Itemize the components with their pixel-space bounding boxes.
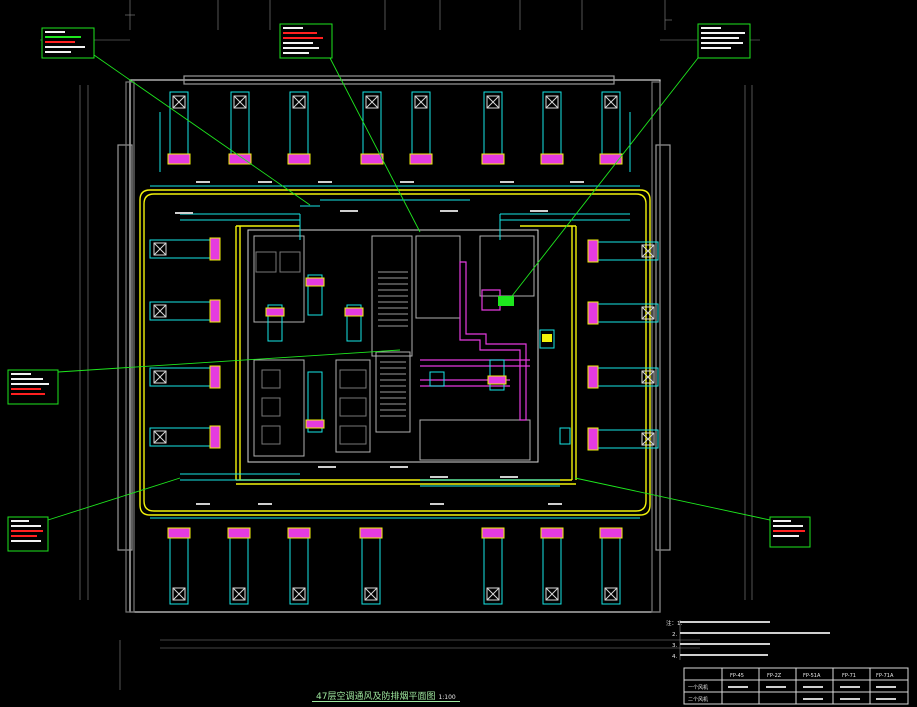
callout-right-low bbox=[574, 477, 811, 548]
legend-header-2: FP-2Z bbox=[767, 673, 782, 679]
legend-header-4: FP-71 bbox=[842, 673, 856, 679]
drawing-title-text: 47层空调通风及防排烟平面图 bbox=[316, 692, 436, 702]
building-core bbox=[247, 229, 539, 463]
core-fan-units bbox=[265, 274, 571, 445]
general-notes: 注：1. 2. 3. 4. bbox=[666, 619, 830, 660]
note-line-2: 2. bbox=[672, 632, 677, 638]
exhaust-ducts bbox=[420, 261, 530, 421]
callout-left-low bbox=[7, 477, 181, 552]
note-line-4: 4. bbox=[672, 654, 677, 660]
drawing-scale: 1:100 bbox=[438, 694, 456, 701]
legend-header-1: FP-45 bbox=[730, 673, 744, 679]
legend-header-5: FP-71A bbox=[876, 673, 894, 679]
fan-coil-units-left bbox=[149, 237, 221, 449]
callout-top-right bbox=[511, 23, 751, 297]
callout-top-center bbox=[279, 23, 421, 233]
callout-left-mid bbox=[7, 349, 401, 405]
note-line-3: 3. bbox=[672, 643, 677, 649]
callout-top-left bbox=[41, 27, 311, 206]
title-underline bbox=[312, 701, 460, 702]
fan-coil-legend-table: FP-45 FP-2Z FP-51A FP-71 FP-71A 一个风机 二个风… bbox=[683, 667, 909, 705]
axis-grid bbox=[40, 0, 760, 690]
fan-coil-units-top bbox=[159, 91, 631, 172]
note-line-1: 注：1. bbox=[666, 619, 682, 627]
fan-coil-units-bottom bbox=[167, 527, 623, 605]
duct-size-labels bbox=[175, 181, 584, 505]
stair-hatch bbox=[378, 271, 408, 417]
legend-header-3: FP-51A bbox=[803, 673, 821, 679]
legend-row-2: 二个风机 bbox=[688, 696, 708, 703]
branch-ducts bbox=[150, 185, 640, 519]
legend-row-1: 一个风机 bbox=[688, 684, 708, 691]
building-outline bbox=[117, 75, 671, 613]
fan-coil-units-right bbox=[587, 239, 659, 451]
